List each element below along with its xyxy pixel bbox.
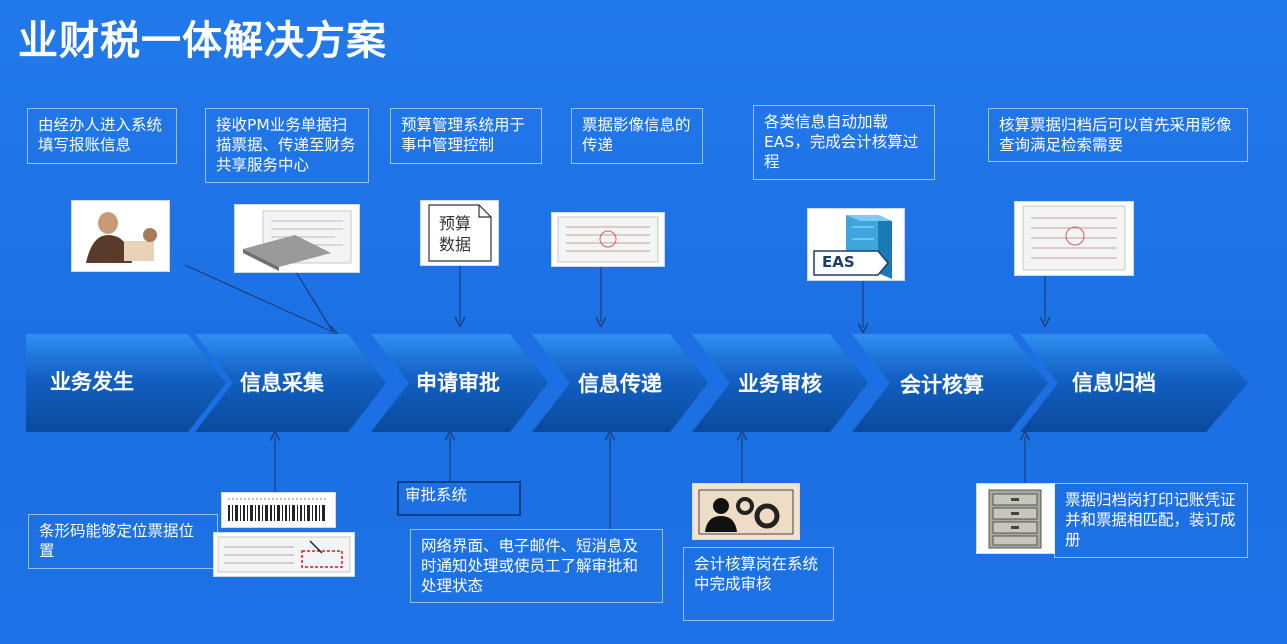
chevron-stage-2 — [195, 334, 386, 432]
process-chevrons — [26, 334, 1248, 432]
note-info-collection: 接收PM业务单据扫描票据、传递至财务共享服务中心 — [205, 108, 369, 183]
chevron-stage-6 — [852, 334, 1048, 432]
stage-label-5: 业务审核 — [738, 372, 822, 396]
chevron-stage-1 — [26, 334, 226, 432]
note-notification: 网络界面、电子邮件、短消息及时通知处理或使员工了解审批和处理状态 — [410, 529, 663, 603]
note-filing: 票据归档岗打印记账凭证并和票据相匹配，装订成册 — [1054, 483, 1248, 558]
note-audit: 会计核算岗在系统中完成审核 — [683, 547, 834, 621]
budget-label-line1: 预算 — [439, 214, 472, 233]
eas-label: EAS — [822, 253, 855, 271]
note-business-occurrence: 由经办人进入系统填写报账信息 — [27, 108, 177, 164]
scanner-icon — [234, 204, 360, 273]
note-archiving: 核算票据归档后可以首先采用影像查询满足检索需要 — [988, 108, 1248, 162]
chevron-stage-3 — [371, 334, 548, 432]
slide-title: 业财税一体解决方案 — [18, 18, 387, 64]
budget-data-icon: 预算 数据 — [420, 200, 499, 266]
chevron-stage-5 — [692, 334, 868, 432]
person-icon — [71, 200, 170, 272]
eas-server-icon: EAS — [807, 208, 905, 281]
stage-label-6: 会计核算 — [900, 373, 984, 397]
stage-label-7: 信息归档 — [1072, 371, 1156, 395]
archived-invoice-icon — [1014, 201, 1134, 276]
note-accounting: 各类信息自动加载EAS，完成会计核算过程 — [753, 105, 935, 180]
chevron-stage-7 — [1020, 334, 1248, 432]
invoice-image-icon — [551, 212, 665, 267]
approval-system-box: 审批系统 — [397, 481, 521, 516]
stage-label-2: 信息采集 — [240, 371, 324, 395]
stage-label-3: 申请审批 — [416, 371, 500, 395]
note-info-transfer: 票据影像信息的传递 — [571, 108, 703, 164]
chevron-stage-4 — [532, 334, 708, 432]
barcode-invoice-icon — [213, 532, 355, 577]
budget-label-line2: 数据 — [439, 235, 472, 254]
stage-label-4: 信息传递 — [578, 372, 662, 396]
note-approval: 预算管理系统用于事中管理控制 — [390, 108, 542, 164]
auditor-icon — [692, 483, 800, 540]
file-cabinet-icon — [976, 483, 1055, 554]
barcode-icon — [221, 492, 336, 528]
stage-label-1: 业务发生 — [50, 370, 134, 394]
note-barcode: 条形码能够定位票据位置 — [28, 514, 218, 569]
